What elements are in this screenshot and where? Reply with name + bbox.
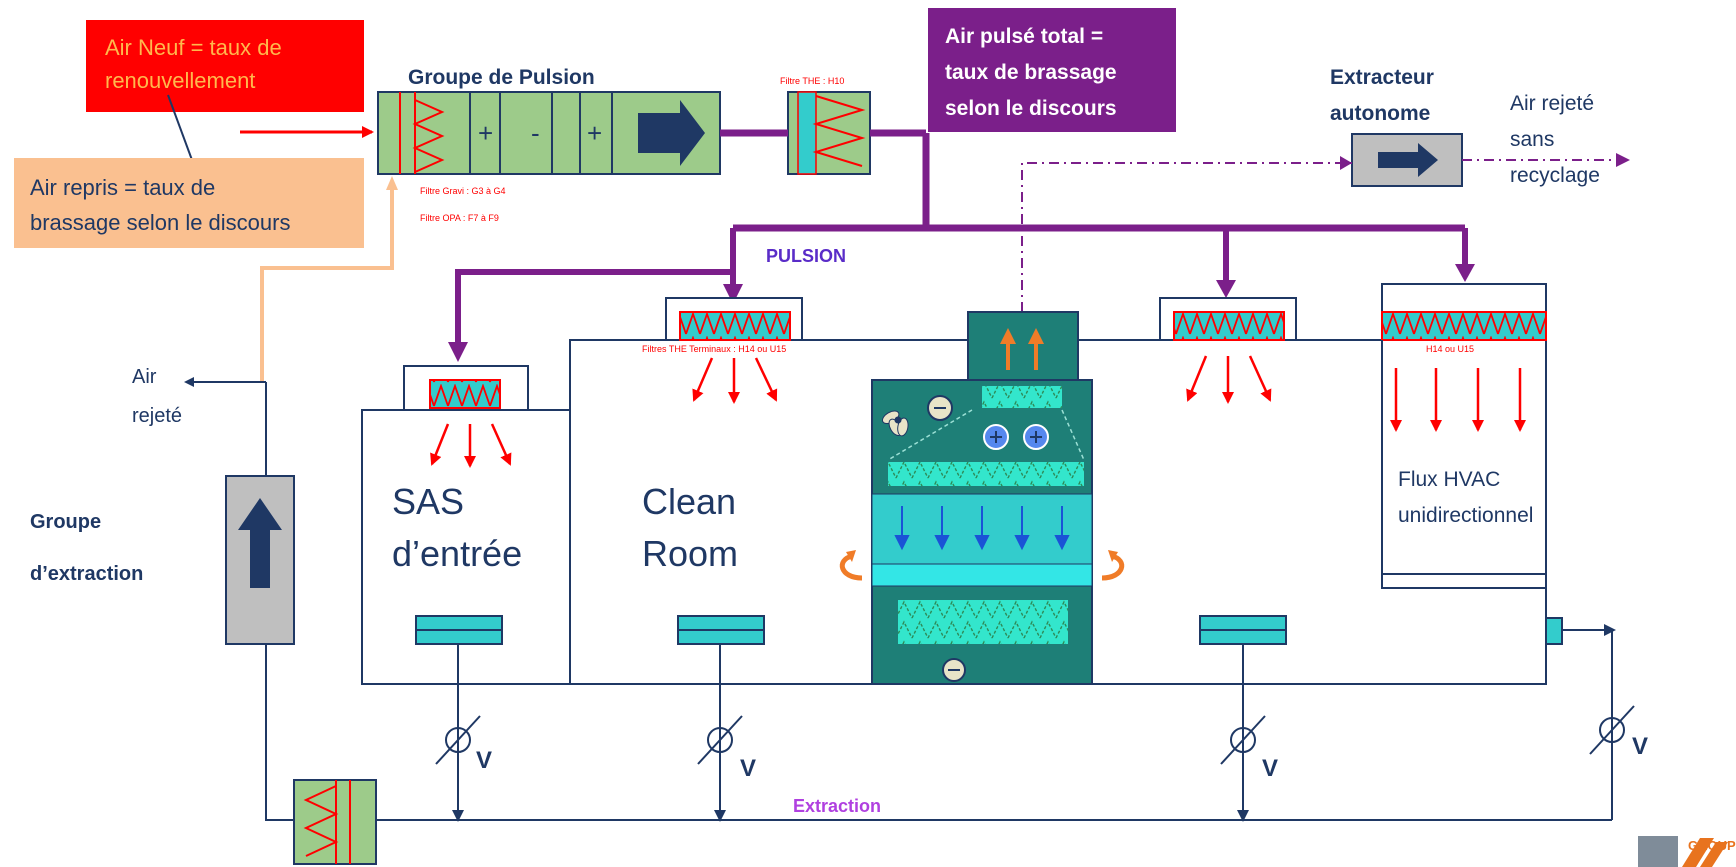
intake-swirl-left <box>839 553 863 581</box>
air-repris-line1: Air repris = taux de <box>30 175 215 200</box>
air-rejete-sans-line2: sans <box>1510 128 1554 151</box>
unit-airflow-arrows <box>894 506 1070 551</box>
air-rejete-sans-line3: recyclage <box>1510 164 1600 187</box>
recycling-unit-exhaust-line <box>1021 162 1352 312</box>
extraction-grille-clean-2 <box>1199 615 1287 645</box>
valve-icon <box>1589 705 1635 755</box>
air-pulse-line3: selon le discours <box>945 97 1117 120</box>
arrow-right-icon <box>1378 143 1438 177</box>
flux-hvac-line2: unidirectionnel <box>1398 504 1533 527</box>
air-repris-return-line <box>260 182 394 382</box>
sas-airflow-arrows <box>430 423 512 468</box>
unidirectional-filter <box>1381 283 1547 341</box>
logo-group-text: GROUP <box>1688 838 1736 853</box>
valve-v-label-2: V <box>740 755 756 782</box>
clean-room-label-line2: Room <box>642 533 738 574</box>
unidirectional-grid <box>1381 573 1547 589</box>
valve-v-label-3: V <box>1262 755 1278 782</box>
sas-label-line1: SAS <box>392 481 464 522</box>
air-rejete-left-line1: Air <box>132 366 157 388</box>
air-repris-line2: brassage selon le discours <box>30 210 290 235</box>
air-neuf-pointer <box>167 94 193 161</box>
h14-u15-label: H14 ou U15 <box>1426 344 1474 354</box>
extraction-grille-clean-1 <box>677 615 765 645</box>
valve-v-label-1: V <box>476 747 492 774</box>
recycling-unit <box>839 311 1125 685</box>
filtre-the-h10-label: Filtre THE : H10 <box>780 76 844 86</box>
air-pulse-line1: Air pulsé total = <box>945 25 1103 48</box>
groupe-extraction-unit <box>225 475 295 645</box>
clean-room-label-line1: Clean <box>642 481 736 522</box>
minus-circle-icon <box>927 395 953 421</box>
clean-airflow-arrows-2 <box>1186 355 1272 404</box>
clean-airflow-arrows-1 <box>692 357 778 404</box>
air-pulse-line2: taux de brassage <box>945 61 1117 84</box>
heater-plus-1: + <box>478 118 493 148</box>
valve-icon <box>1220 715 1266 765</box>
extracteur-line2: autonome <box>1330 102 1430 125</box>
unidirectional-arrows <box>1390 368 1526 432</box>
extracteur-unit <box>1351 133 1463 187</box>
air-neuf-line1: Air Neuf = taux de <box>105 35 282 60</box>
extracteur-line1: Extracteur <box>1330 66 1434 89</box>
filtres-terminaux-label: Filtres THE Terminaux : H14 ou U15 <box>642 344 786 354</box>
extraction-label: Extraction <box>793 796 881 816</box>
pulsion-label: PULSION <box>766 246 846 266</box>
filtre-gravi-label: Filtre Gravi : G3 à G4 <box>420 186 506 196</box>
extraction-filter-unit <box>293 779 377 865</box>
air-pulse-total-box: Air pulsé total = taux de brassage selon… <box>928 8 1176 132</box>
arrow-right-icon <box>638 100 705 166</box>
intake-swirl-right <box>1101 553 1125 581</box>
air-neuf-box: Air Neuf = taux de renouvellement <box>86 20 364 112</box>
extraction-grille-unidirectional <box>1545 617 1563 645</box>
cooler-minus: - <box>531 118 540 148</box>
groupe-pulsion-unit: + - + <box>377 91 721 175</box>
groupe-extraction-line1: Groupe <box>30 511 101 533</box>
filtre-h10-unit <box>787 91 871 175</box>
sas-terminal-filter <box>403 365 529 411</box>
plus-circle-icon <box>1023 424 1049 450</box>
valve-v-label-4: V <box>1632 733 1648 760</box>
clean-room-terminal-filter-2 <box>1159 297 1297 341</box>
air-neuf-line2: renouvellement <box>105 68 255 93</box>
extraction-grille-sas <box>415 615 503 645</box>
air-rejete-sans-line1: Air rejeté <box>1510 92 1594 115</box>
fan-icon <box>881 410 909 437</box>
clean-room-terminal-filter-1 <box>665 297 803 341</box>
air-repris-box: Air repris = taux de brassage selon le d… <box>14 158 364 248</box>
exhaust-arrows <box>1000 328 1044 370</box>
groupe-pulsion-label: Groupe de Pulsion <box>408 66 595 89</box>
sas-label-line2: d’entrée <box>392 533 522 574</box>
filtre-opa-label: Filtre OPA : F7 à F9 <box>420 213 499 223</box>
valve-icon <box>435 715 481 765</box>
plus-circle-icon <box>983 424 1009 450</box>
groupe-extraction-line2: d’extraction <box>30 563 143 585</box>
heater-plus-2: + <box>587 118 602 148</box>
flux-hvac-line1: Flux HVAC <box>1398 468 1500 491</box>
valve-icon <box>697 715 743 765</box>
minus-circle-icon <box>942 658 966 682</box>
hex-group-logo: GROUP <box>1638 836 1736 867</box>
air-rejete-left-line2: rejeté <box>132 405 182 427</box>
arrow-up-icon <box>238 498 282 588</box>
